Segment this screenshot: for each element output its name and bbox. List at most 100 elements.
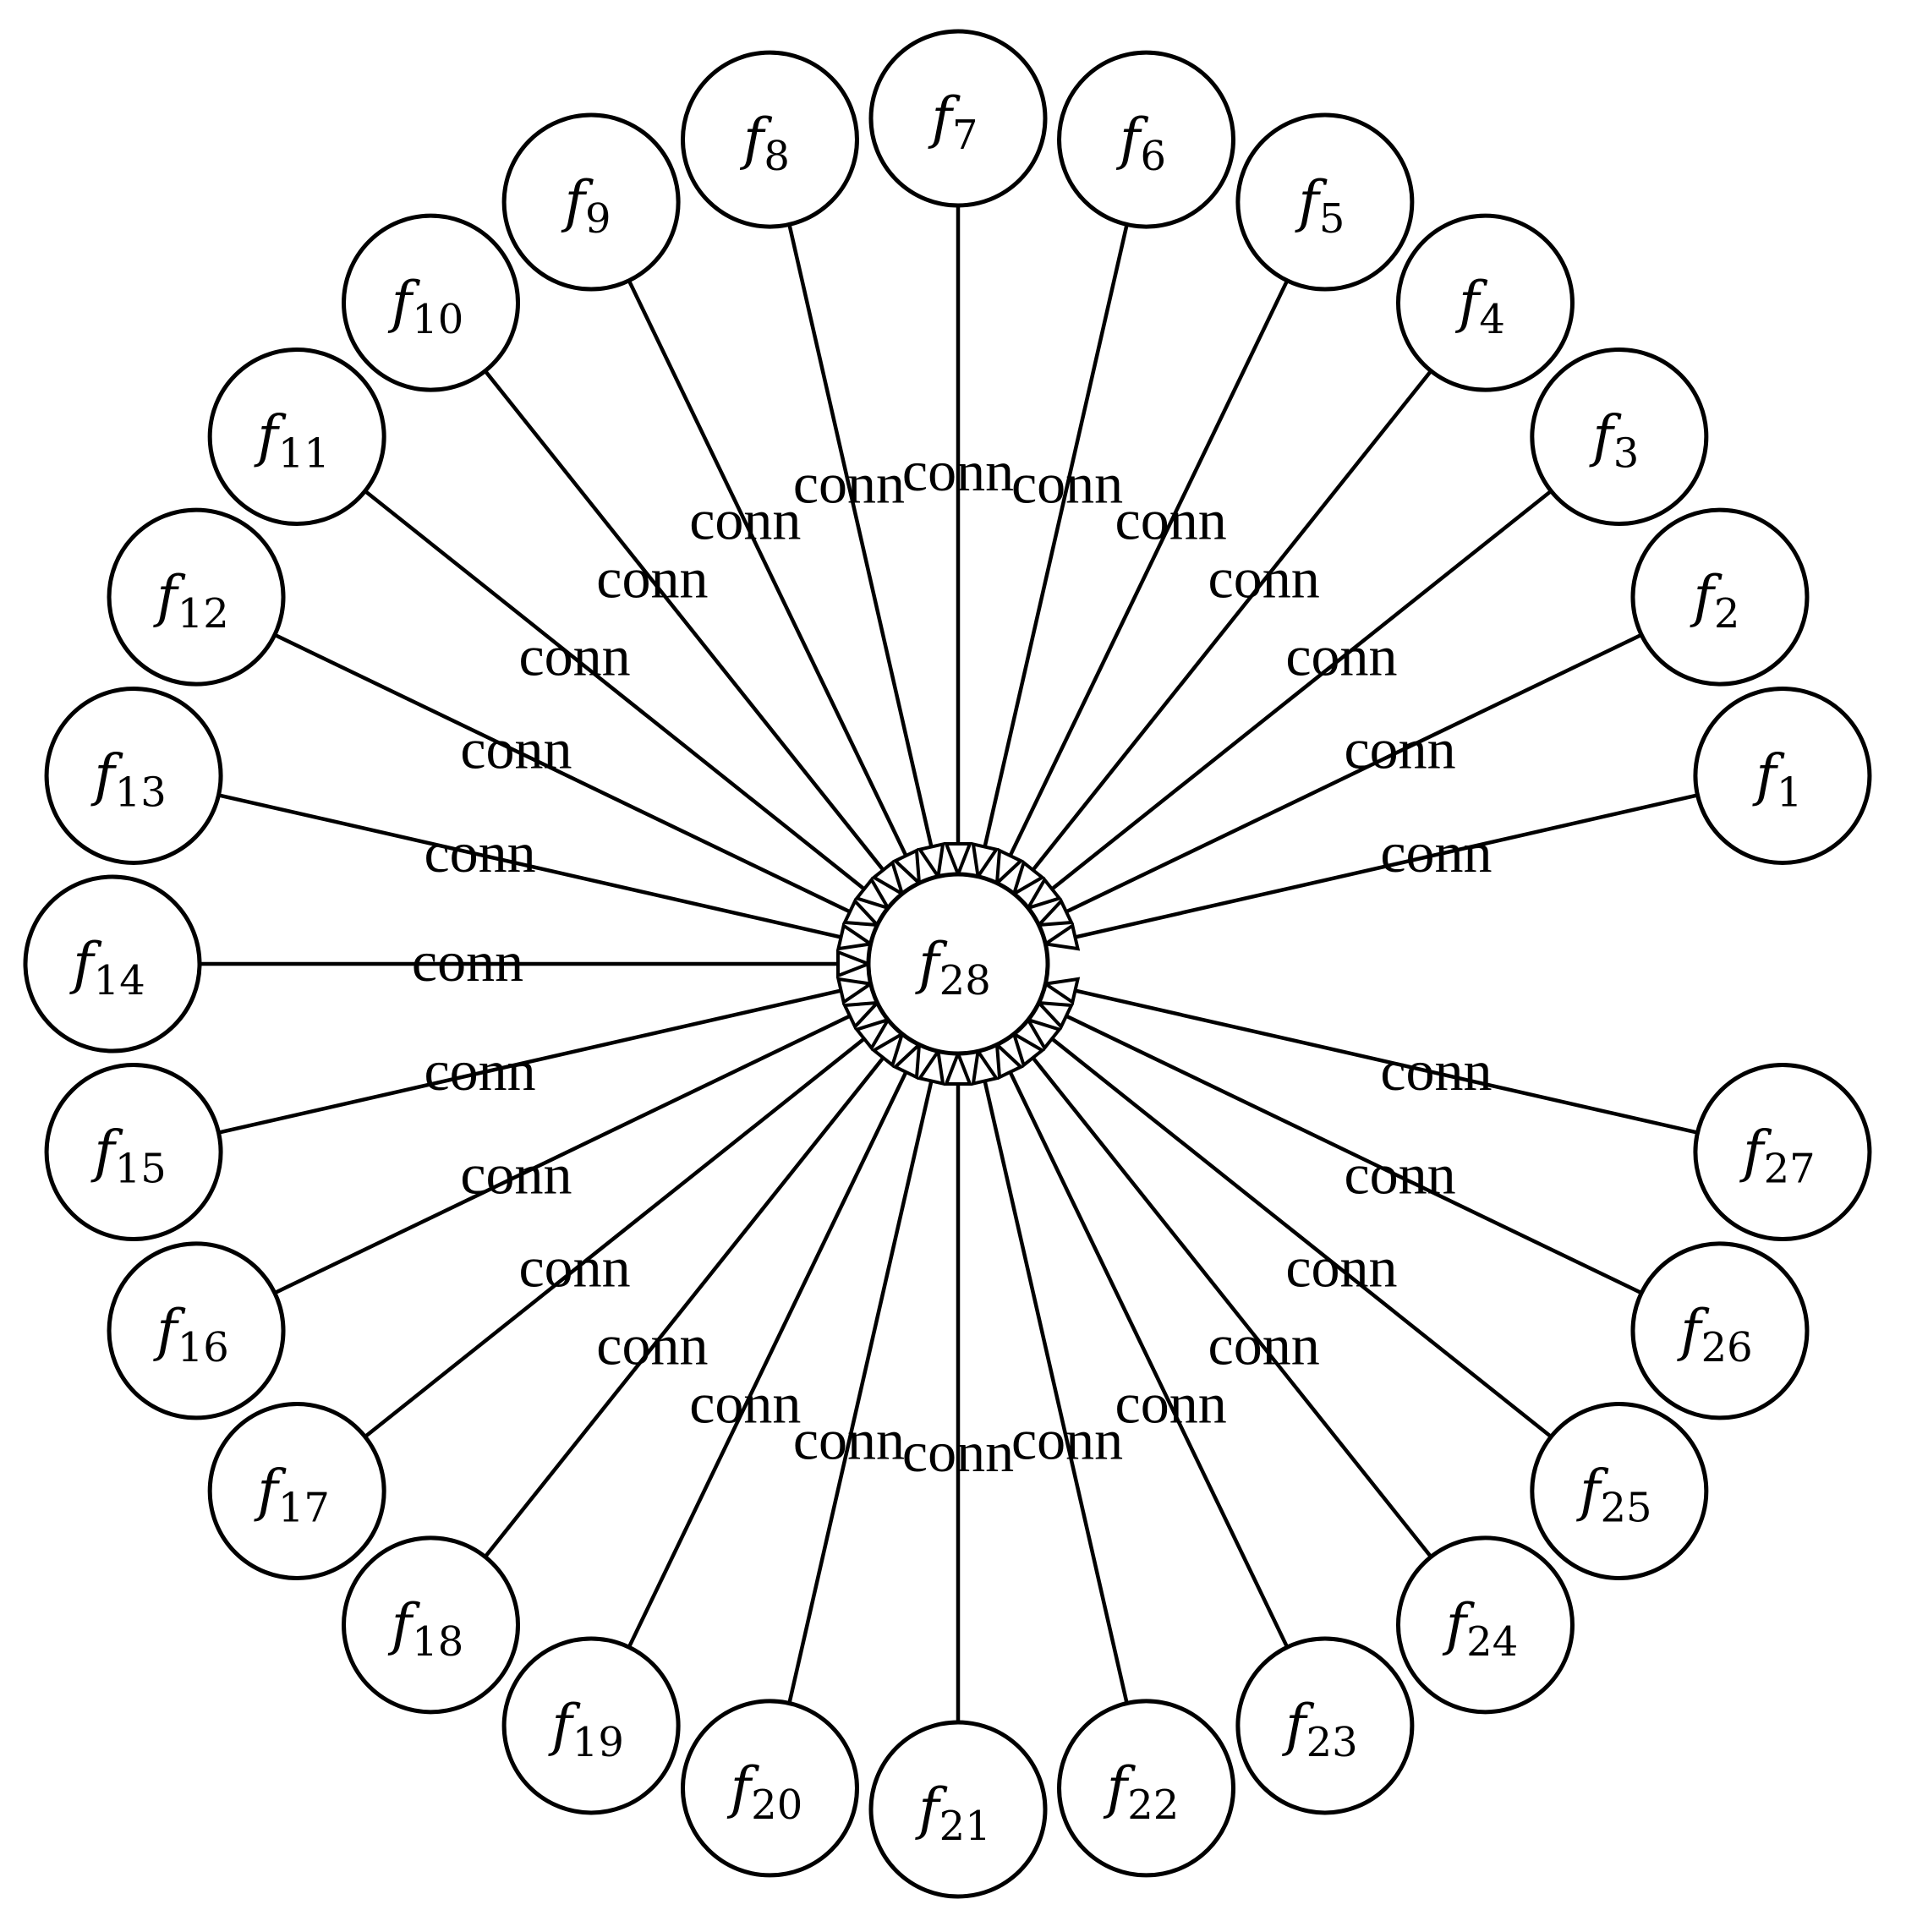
edge-f27-to-f28 (1074, 988, 1699, 1135)
node-circle (207, 1401, 386, 1580)
arrowhead-f17 (853, 1016, 892, 1052)
node-circle (1530, 348, 1709, 527)
node-label-subscript: 25 (1601, 1484, 1652, 1531)
node-label: f17 (253, 1458, 330, 1531)
node-label-subscript: 13 (115, 769, 167, 816)
node-label-subscript: 23 (1306, 1719, 1358, 1766)
node-circle (1395, 1535, 1575, 1715)
node-circle (680, 1699, 859, 1878)
center-node-circle (866, 872, 1050, 1056)
node-label-subscript: 15 (115, 1146, 167, 1193)
node-label-subscript: 3 (1613, 430, 1640, 478)
node-label: f10 (387, 270, 464, 343)
edge-f4-to-f28 (1031, 369, 1433, 872)
edge-label-f9: conn (689, 487, 801, 551)
node-f4: f4 (1395, 213, 1575, 392)
edge-f15-to-f28 (217, 988, 842, 1135)
arrowhead-f20 (917, 1046, 945, 1086)
edge-f17-to-f28 (364, 1037, 866, 1439)
node-circle (107, 1241, 286, 1420)
node-f21: f21 (868, 1720, 1048, 1899)
edge-f8-to-f28 (787, 223, 934, 848)
node-circle (501, 112, 681, 292)
node-f10: f10 (342, 213, 521, 392)
node-circle (207, 348, 386, 527)
arrowhead-f5 (994, 847, 1024, 888)
arrowhead-f25 (1024, 1016, 1063, 1052)
arrowhead-f16 (841, 1000, 882, 1030)
node-label-subscript: 17 (278, 1484, 330, 1531)
node-f24: f24 (1395, 1535, 1575, 1715)
edge-label-f22: conn (1011, 1407, 1123, 1471)
edge-label-f6: conn (1011, 452, 1123, 516)
node-circle (342, 1535, 521, 1715)
edge-label-f17: conn (518, 1235, 630, 1300)
edge-label-f11: conn (518, 623, 630, 687)
arrowhead-f19 (892, 1040, 922, 1081)
edge-f12-to-f28 (273, 632, 852, 914)
node-label: f12 (152, 564, 229, 638)
edge-f16-to-f28 (273, 1014, 852, 1295)
node-circle (1630, 507, 1810, 687)
node-circle (1395, 213, 1575, 392)
edge-f3-to-f28 (1050, 489, 1553, 891)
arrowhead-f6 (971, 841, 1000, 882)
edge-labels-layer: connconnconnconnconnconnconnconnconnconn… (412, 439, 1493, 1484)
arrowhead-f24 (1011, 1030, 1046, 1069)
edge-label-f3: conn (1285, 623, 1397, 687)
node-label-subscript: 27 (1764, 1146, 1816, 1193)
node-f3: f3 (1530, 348, 1709, 527)
node-label: f3 (1588, 404, 1639, 478)
node-label-subscript: 2 (1714, 590, 1740, 638)
node-circle (1235, 1636, 1415, 1815)
edge-f2-to-f28 (1065, 632, 1643, 914)
node-f15: f15 (44, 1063, 223, 1242)
node-circle (680, 50, 859, 229)
node-label-subscript: 8 (764, 133, 790, 180)
node-label-subscript: 1 (1777, 769, 1803, 816)
node-f6: f6 (1057, 50, 1236, 229)
edge-f18-to-f28 (483, 1056, 885, 1558)
node-f28-center: f28 (866, 872, 1050, 1056)
node-f5: f5 (1235, 112, 1415, 292)
node-f12: f12 (107, 507, 286, 687)
edge-label-f18: conn (596, 1312, 708, 1376)
edge-f22-to-f28 (983, 1080, 1129, 1705)
node-f17: f17 (207, 1401, 386, 1580)
node-f25: f25 (1530, 1401, 1709, 1580)
arrowhead-f22 (971, 1046, 1000, 1086)
arrowhead-f9 (892, 847, 922, 888)
node-f11: f11 (207, 348, 386, 527)
node-f1: f1 (1693, 686, 1872, 865)
node-f20: f20 (680, 1699, 859, 1878)
node-f27: f27 (1693, 1063, 1872, 1242)
edge-f6-to-f28 (983, 223, 1129, 848)
node-label-subscript: 7 (952, 112, 978, 159)
node-f16: f16 (107, 1241, 286, 1420)
node-circle (1693, 1063, 1872, 1242)
edge-label-f19: conn (689, 1371, 801, 1436)
edge-label-f20: conn (793, 1407, 905, 1471)
node-label-subscript: 4 (1479, 296, 1505, 343)
node-circle (868, 29, 1048, 208)
node-label-subscript: 18 (412, 1618, 463, 1666)
node-label-subscript: 19 (572, 1719, 624, 1766)
edge-label-f1: conn (1380, 820, 1492, 884)
edge-label-f7: conn (902, 439, 1014, 503)
node-circle (342, 213, 521, 392)
node-label: f8 (739, 107, 790, 180)
edge-label-f27: conn (1380, 1038, 1492, 1103)
node-label-subscript: 14 (94, 957, 145, 1004)
arrowheads-layer (835, 841, 1081, 1086)
edge-label-f13: conn (424, 820, 535, 884)
node-f26: f26 (1630, 1241, 1810, 1420)
arrowhead-f21 (944, 1048, 972, 1086)
node-f14: f14 (23, 874, 202, 1054)
node-f2: f2 (1630, 507, 1810, 687)
node-circle (44, 1063, 223, 1242)
edge-f19-to-f28 (627, 1070, 908, 1649)
edge-f13-to-f28 (217, 793, 842, 939)
node-circle (107, 507, 286, 687)
arrowhead-f1 (1040, 922, 1081, 951)
